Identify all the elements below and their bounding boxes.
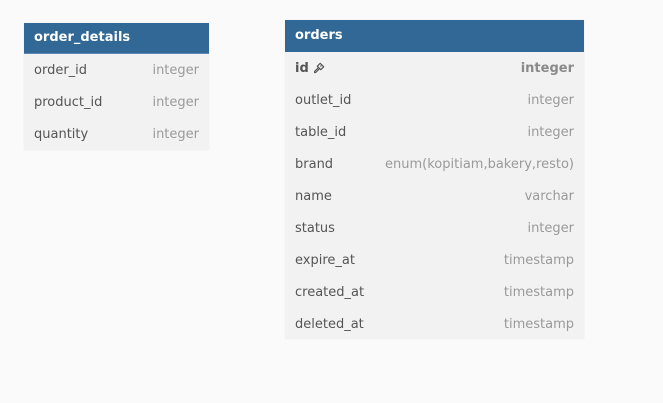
column-name: name — [295, 188, 332, 204]
column-name-wrapper: id — [295, 61, 325, 76]
column-type: varchar — [524, 188, 574, 204]
table-row[interactable]: order_id integer — [24, 54, 209, 86]
column-name: status — [295, 220, 335, 236]
column-name: quantity — [34, 126, 89, 142]
column-name: created_at — [295, 284, 365, 300]
column-type: integer — [527, 124, 574, 140]
column-type: timestamp — [503, 316, 574, 332]
column-type: integer — [520, 60, 574, 76]
table-row[interactable]: outlet_id integer — [285, 84, 584, 116]
column-name: outlet_id — [295, 92, 352, 108]
column-type: enum(kopitiam,bakery,resto) — [385, 156, 574, 172]
column-name: id — [295, 60, 309, 76]
table-row[interactable]: created_at timestamp — [285, 276, 584, 308]
column-type: timestamp — [503, 284, 574, 300]
column-name: order_id — [34, 62, 88, 78]
table-row[interactable]: product_id integer — [24, 86, 209, 118]
key-icon — [313, 62, 325, 74]
table-row-primary-key[interactable]: id integer — [285, 52, 584, 84]
table-header-orders[interactable]: orders — [285, 20, 584, 52]
table-order-details[interactable]: order_details order_id integer product_i… — [24, 23, 209, 150]
table-row[interactable]: status integer — [285, 212, 584, 244]
column-name: product_id — [34, 94, 103, 110]
table-header-order-details[interactable]: order_details — [24, 23, 209, 54]
table-row[interactable]: expire_at timestamp — [285, 244, 584, 276]
column-name: deleted_at — [295, 316, 364, 332]
column-type: integer — [527, 220, 574, 236]
table-row[interactable]: brand enum(kopitiam,bakery,resto) — [285, 148, 584, 180]
column-type: integer — [152, 94, 199, 110]
column-name: table_id — [295, 124, 347, 140]
table-row[interactable]: deleted_at timestamp — [285, 308, 584, 340]
column-name: brand — [295, 156, 334, 172]
column-type: integer — [152, 62, 199, 78]
table-orders[interactable]: orders id integer outlet_id integer tabl… — [285, 20, 584, 339]
table-row[interactable]: quantity integer — [24, 118, 209, 150]
column-type: integer — [152, 126, 199, 142]
table-row[interactable]: name varchar — [285, 180, 584, 212]
table-row[interactable]: table_id integer — [285, 116, 584, 148]
column-name: expire_at — [295, 252, 355, 268]
column-type: integer — [527, 92, 574, 108]
column-type: timestamp — [503, 252, 574, 268]
